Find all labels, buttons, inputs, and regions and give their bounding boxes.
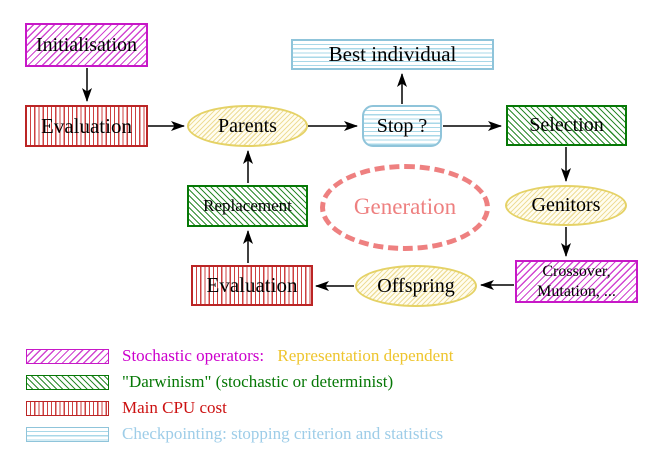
- legend-text-checkpointing: Checkpointing: stopping criterion and st…: [122, 424, 444, 443]
- node-offspring-label: Offspring: [377, 274, 455, 297]
- node-selection-label: Selection: [529, 114, 604, 136]
- legend-swatch-red-vertical-lines: [26, 400, 109, 416]
- node-evaluation-top: Evaluation: [25, 105, 148, 147]
- node-parents-label: Parents: [218, 114, 277, 137]
- legend-swatch-cyan-horizontal-lines: [26, 426, 109, 442]
- legend-text-darwinism: "Darwinism" (stochastic or determinist): [122, 372, 394, 391]
- legend-swatch-green-diagonal-hatch: [26, 374, 109, 390]
- legend-text-main-cpu-cost: Main CPU cost: [122, 398, 227, 417]
- legend-label-main-cpu-cost: Main CPU cost: [122, 398, 227, 418]
- node-stop: Stop ?: [362, 105, 442, 147]
- node-offspring: Offspring: [355, 265, 477, 307]
- node-evaluation-bottom-label: Evaluation: [206, 273, 298, 298]
- legend-item-stochastic-operators: Stochastic operators: Representation dep…: [26, 346, 453, 366]
- node-best-individual: Best individual: [291, 39, 494, 70]
- node-mutation-label: Mutation, ...: [537, 282, 616, 300]
- node-stop-label: Stop ?: [376, 114, 428, 137]
- node-genitors-label: Genitors: [531, 194, 601, 216]
- node-generation: Generation: [320, 164, 490, 251]
- legend-swatch-magenta-diagonal-hatch: [26, 348, 109, 364]
- node-initialisation-label: Initialisation: [35, 33, 138, 56]
- node-evaluation-bottom: Evaluation: [191, 265, 313, 306]
- node-selection: Selection: [506, 105, 627, 146]
- node-evaluation-top-label: Evaluation: [41, 113, 132, 138]
- node-initialisation: Initialisation: [25, 23, 148, 67]
- legend-item-darwinism: "Darwinism" (stochastic or determinist): [26, 372, 393, 392]
- node-replacement-label: Replacement: [203, 196, 292, 216]
- node-best-individual-label: Best individual: [328, 42, 457, 67]
- node-replacement: Replacement: [187, 185, 308, 227]
- legend-text-stochastic-operators: Stochastic operators:: [122, 346, 265, 365]
- legend-label-checkpointing: Checkpointing: stopping criterion and st…: [122, 424, 443, 444]
- node-crossover-mutation: Crossover, Mutation, ...: [515, 260, 638, 303]
- legend-item-main-cpu-cost: Main CPU cost: [26, 398, 227, 418]
- legend-label-darwinism: "Darwinism" (stochastic or determinist): [122, 372, 393, 392]
- node-parents: Parents: [187, 105, 308, 147]
- legend-item-checkpointing: Checkpointing: stopping criterion and st…: [26, 424, 443, 444]
- node-crossover-label: Crossover,: [542, 262, 611, 280]
- legend-text-representation-dependent: Representation dependent: [277, 346, 454, 365]
- node-genitors: Genitors: [505, 185, 627, 226]
- legend-label-stochastic-operators: Stochastic operators: Representation dep…: [122, 346, 453, 366]
- node-generation-label: Generation: [353, 194, 457, 220]
